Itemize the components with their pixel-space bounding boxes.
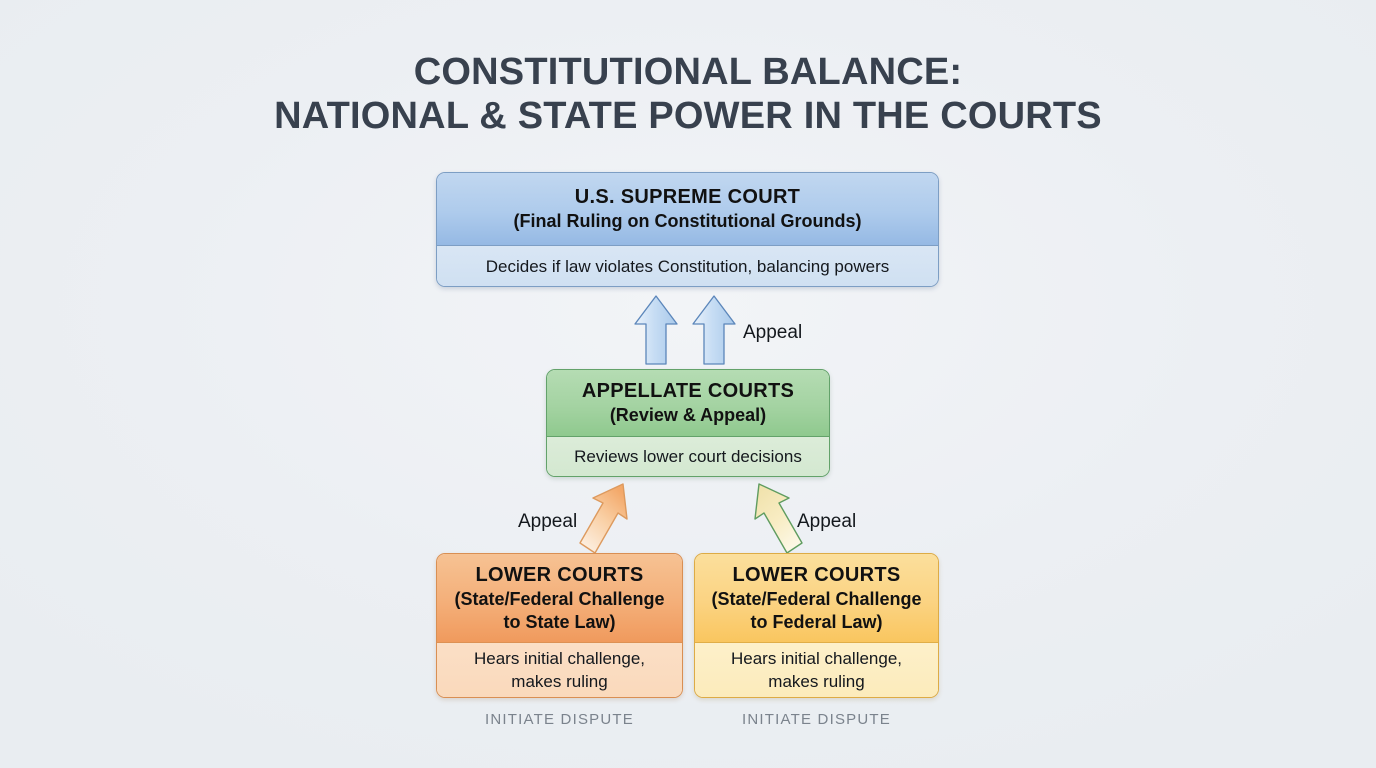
node-appellate-courts-title: APPELLATE COURTS: [581, 380, 795, 402]
node-lower-courts-state-description: Hears initial challenge, makes ruling: [437, 643, 682, 697]
node-lower-courts-federal-header: LOWER COURTS (State/Federal Challenge to…: [695, 554, 938, 643]
edge-label-appeal-federal: Appeal: [797, 511, 857, 532]
node-appellate-courts-header: APPELLATE COURTS (Review & Appeal): [547, 370, 829, 437]
edge-label-appeal-to-supreme: Appeal: [743, 322, 803, 343]
node-lower-courts-state-subtitle-1: (State/Federal Challenge: [454, 588, 665, 609]
arrow-appeal-state-to-appellate: [579, 483, 628, 554]
node-lower-courts-state-title: LOWER COURTS: [475, 563, 644, 586]
node-lower-courts-federal-description: Hears initial challenge, makes ruling: [695, 643, 938, 697]
node-lower-courts-federal[interactable]: LOWER COURTS (State/Federal Challenge to…: [694, 553, 939, 698]
page-title: CONSTITUTIONAL BALANCE: NATIONAL & STATE…: [0, 50, 1376, 138]
node-lower-courts-state-description-1: Hears initial challenge,: [473, 649, 646, 668]
node-supreme-court-subtitle: (Final Ruling on Constitutional Grounds): [513, 211, 862, 231]
node-lower-courts-federal-entry-label: INITIATE DISPUTE: [742, 711, 891, 728]
node-lower-courts-state-subtitle-2: to State Law): [503, 611, 616, 632]
node-appellate-courts-subtitle: (Review & Appeal): [609, 405, 767, 425]
node-lower-courts-federal-description-2: makes ruling: [768, 672, 865, 691]
node-appellate-courts[interactable]: APPELLATE COURTS (Review & Appeal) Revie…: [546, 369, 830, 477]
arrow-appeal-to-supreme-right: [692, 295, 736, 365]
node-lower-courts-state-entry-label: INITIATE DISPUTE: [485, 711, 634, 728]
node-lower-courts-state-description-2: makes ruling: [511, 672, 608, 691]
node-supreme-court-description: Decides if law violates Constitution, ba…: [437, 246, 938, 286]
node-lower-courts-federal-subtitle-1: (State/Federal Challenge: [711, 588, 922, 609]
node-lower-courts-state[interactable]: LOWER COURTS (State/Federal Challenge to…: [436, 553, 683, 698]
node-supreme-court[interactable]: U.S. SUPREME COURT (Final Ruling on Cons…: [436, 172, 939, 287]
node-lower-courts-federal-description-1: Hears initial challenge,: [730, 649, 903, 668]
node-supreme-court-header: U.S. SUPREME COURT (Final Ruling on Cons…: [437, 173, 938, 246]
node-supreme-court-title: U.S. SUPREME COURT: [574, 186, 801, 208]
node-lower-courts-federal-subtitle-2: to Federal Law): [750, 611, 883, 632]
node-appellate-courts-description: Reviews lower court decisions: [547, 437, 829, 476]
arrow-appeal-federal-to-appellate: [754, 483, 803, 554]
node-lower-courts-state-header: LOWER COURTS (State/Federal Challenge to…: [437, 554, 682, 643]
edge-label-appeal-state: Appeal: [518, 511, 578, 532]
page-title-line-2: NATIONAL & STATE POWER IN THE COURTS: [274, 95, 1102, 137]
node-lower-courts-federal-title: LOWER COURTS: [732, 563, 901, 586]
arrow-appeal-to-supreme-left: [634, 295, 678, 365]
page-title-line-1: CONSTITUTIONAL BALANCE:: [413, 51, 963, 93]
